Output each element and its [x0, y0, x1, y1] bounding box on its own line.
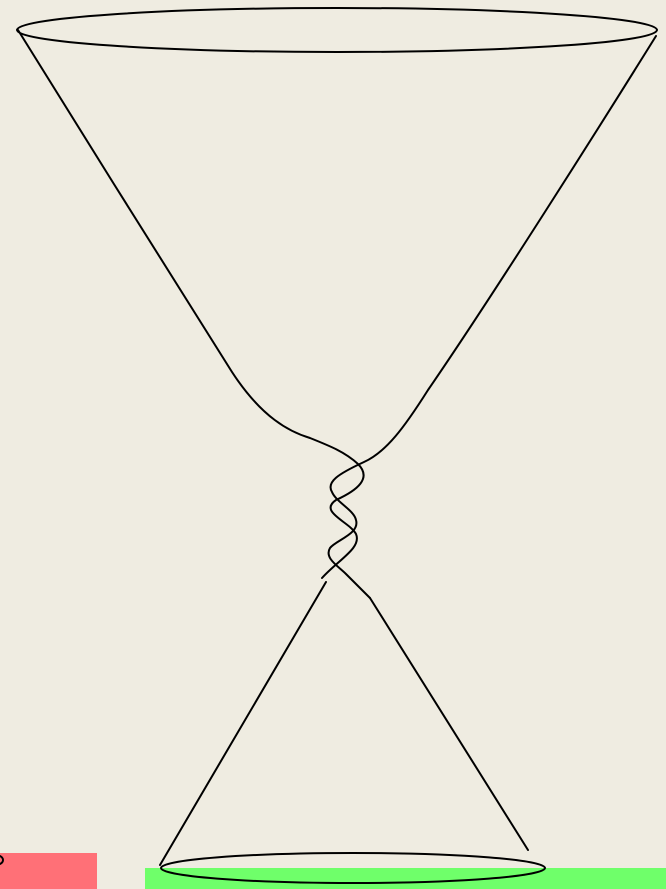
lower-right-wall	[370, 598, 528, 850]
top-rim-ellipse	[17, 8, 657, 52]
lower-left-wall	[160, 582, 326, 865]
upper-left-wall	[18, 30, 364, 578]
edge-mark	[0, 856, 3, 864]
upper-right-wall	[329, 36, 656, 598]
bottom-rim-ellipse	[161, 853, 545, 883]
